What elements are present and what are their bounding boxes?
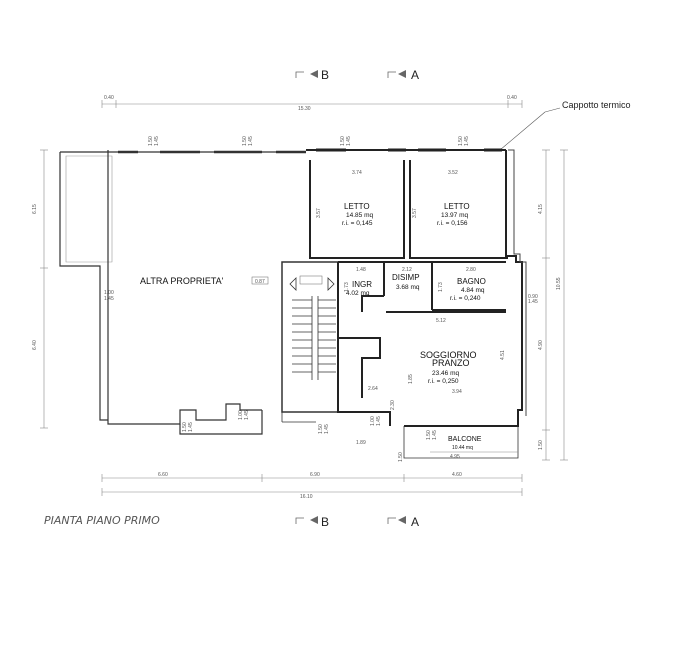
svg-text:1.45: 1.45 [244, 410, 250, 420]
altra-proprieta-outline [59, 150, 306, 435]
disimp-area: 3.68 mq [396, 284, 420, 291]
dim-ingr-h: 1.73 [344, 282, 350, 292]
balcone-name: BALCONE [448, 436, 482, 443]
dim-bot1: 6.60 [158, 472, 168, 478]
dim-100: 1.00 [104, 290, 114, 296]
svg-text:1.45: 1.45 [432, 430, 438, 440]
svg-text:1.50: 1.50 [398, 452, 404, 462]
dim-145: 1.45 [104, 296, 114, 302]
dim-087: 0.87 [255, 279, 265, 285]
dim-bot3: 4.60 [452, 472, 462, 478]
dim-sogg-bot: 3.94 [452, 389, 462, 395]
thermal-coat [508, 149, 527, 416]
svg-text:1.45: 1.45 [324, 424, 330, 434]
dim-bal-w: 4.95 [450, 454, 460, 460]
dim-bot2: 6.90 [310, 472, 320, 478]
dim-top-left: 0.40 [104, 95, 114, 101]
svg-text:1.45: 1.45 [376, 416, 382, 426]
plan-title: PIANTA PIANO PRIMO [44, 514, 160, 527]
svg-text:1.45: 1.45 [248, 136, 254, 146]
balcone-area: 10.44 mq [452, 445, 473, 451]
staircase [281, 261, 339, 423]
section-a-label: A [411, 68, 419, 82]
bagno-name: BAGNO [457, 277, 486, 286]
svg-text:1.50: 1.50 [458, 136, 464, 146]
soggiorno-name1: SOGGIORNO [420, 350, 477, 360]
section-a-label-bottom: A [411, 515, 419, 529]
svg-text:1.50: 1.50 [426, 430, 432, 440]
bagno-ri: r.i. = 0,240 [450, 295, 481, 302]
dim-090: 0.90 [528, 294, 538, 300]
dim-letto1-w: 3.74 [352, 170, 362, 176]
soggiorno-area: 23.46 mq [432, 370, 459, 377]
dim-right4: 1.50 [538, 440, 544, 450]
svg-text:1.50: 1.50 [148, 136, 154, 146]
soggiorno-name2: PRANZO [432, 358, 470, 368]
disimp-name: DISIMP [392, 273, 420, 282]
svg-text:1.00: 1.00 [370, 416, 376, 426]
altra-proprieta-label: ALTRA PROPRIETA' [140, 276, 224, 286]
left-dimension [40, 149, 48, 429]
dim-sogg-h: 4.51 [500, 350, 506, 360]
dim-189: 1.89 [356, 440, 366, 446]
dim-top-right: 0.40 [507, 95, 517, 101]
dim-letto1-h: 3.57 [316, 208, 322, 218]
dim-letto2-h: 3.57 [412, 208, 418, 218]
svg-text:1.50: 1.50 [182, 422, 188, 432]
dim-bagno-w: 2.80 [466, 267, 476, 273]
bottom-dimension [101, 474, 523, 496]
svg-text:1.50: 1.50 [242, 136, 248, 146]
letto2-area: 13.97 mq [441, 212, 468, 219]
ingr-area: 4.02 mq [346, 290, 370, 297]
svg-text:1.50: 1.50 [318, 424, 324, 434]
dim-left1: 6.15 [32, 204, 38, 214]
letto2-ri: r.i. = 0,156 [437, 220, 468, 227]
balcone-outline [403, 426, 519, 459]
dim-left2: 6.40 [32, 340, 38, 350]
dim-bagno-h: 1.73 [438, 282, 444, 292]
dim-145b: 1.45 [528, 299, 538, 305]
svg-text:1.45: 1.45 [154, 136, 160, 146]
letto2-name: LETTO [444, 202, 470, 211]
dim-right3: 4.90 [538, 340, 544, 350]
svg-text:1.45: 1.45 [188, 422, 194, 432]
soggiorno-ri: r.i. = 0,250 [428, 378, 459, 385]
cappotto-label: Cappotto termico [562, 100, 631, 110]
svg-text:1.50: 1.50 [340, 136, 346, 146]
dim-top-mid: 15.30 [298, 106, 311, 112]
dim-230: 2.30 [390, 400, 396, 410]
dim-disimp-w: 2.12 [402, 267, 412, 273]
dim-sogg-w: 5.12 [436, 318, 446, 324]
dim-right2: 10.55 [556, 277, 562, 290]
letto1-ri: r.i. = 0,145 [342, 220, 373, 227]
svg-text:1.45: 1.45 [346, 136, 352, 146]
dim-bot-total: 16.10 [300, 494, 313, 500]
section-markers-bottom: B A [295, 515, 419, 529]
ingr-name: INGR [352, 280, 372, 289]
section-b-label: B [321, 68, 329, 82]
right-dimension [542, 149, 568, 461]
win-labels-top: 1.50 1.45 1.50 1.45 1.50 1.45 1.50 1.45 [148, 136, 470, 146]
bottom-window-labels: 1.50 1.45 1.00 1.45 1.50 1.45 1.00 1.45 … [182, 410, 438, 462]
section-markers-top: B A [295, 68, 419, 82]
section-b-label-bottom: B [321, 515, 329, 529]
letto1-area: 14.85 mq [346, 212, 373, 219]
dim-right1: 4.15 [538, 204, 544, 214]
dim-185: 1.85 [408, 374, 414, 384]
svg-text:1.45: 1.45 [464, 136, 470, 146]
bagno-area: 4.84 mq [461, 287, 485, 294]
dim-letto2-w: 3.52 [448, 170, 458, 176]
dim-sogg-bot2: 2.64 [368, 386, 378, 392]
top-dimension [101, 100, 523, 108]
dim-ingr-w: 1.48 [356, 267, 366, 273]
letto1-name: LETTO [344, 202, 370, 211]
svg-text:1.00: 1.00 [238, 410, 244, 420]
